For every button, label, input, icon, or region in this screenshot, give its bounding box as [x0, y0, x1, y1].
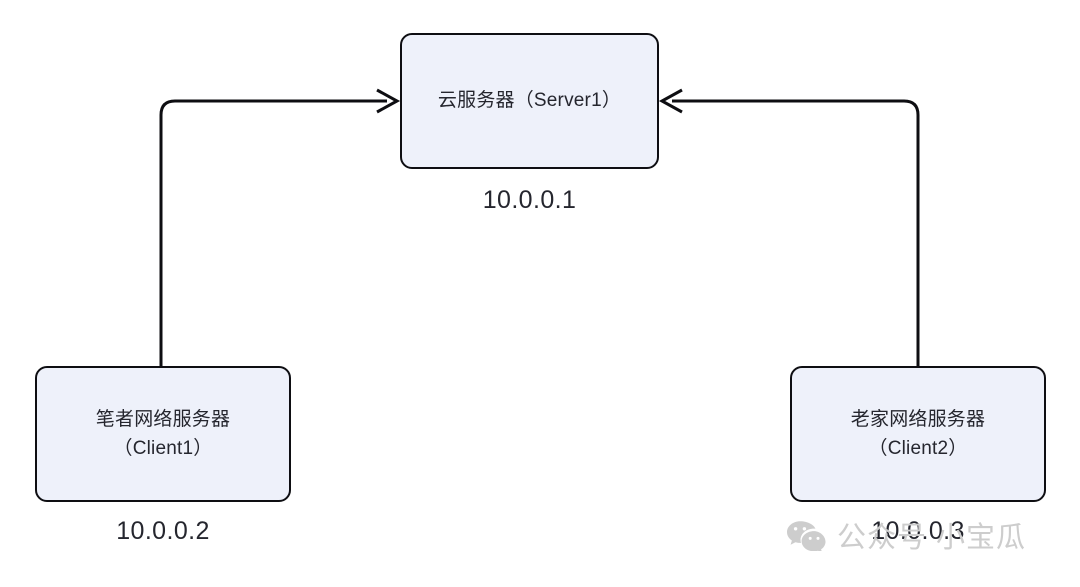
- watermark-text: 公众号 小宝瓜: [837, 522, 1027, 554]
- ip-label-server: 10.0.0.1: [482, 186, 577, 214]
- wechat-icon: [786, 519, 828, 551]
- node-client1[interactable]: 笔者网络服务器 （Client1）: [35, 366, 291, 502]
- arrowhead-into-server-left-icon: [376, 88, 401, 114]
- ip-label-client2: 10.0.0.3: [871, 517, 965, 545]
- arrowhead-into-server-right-icon: [658, 88, 683, 114]
- node-client1-label-line1: 笔者网络服务器: [95, 408, 231, 430]
- edge-client1-to-server: [159, 88, 401, 366]
- node-client2-label-line1: 老家网络服务器: [850, 408, 986, 430]
- edge-client2-to-server: [658, 88, 920, 366]
- ip-label-client1: 10.0.0.2: [116, 517, 210, 545]
- edge-client1-to-server-line: [159, 99, 387, 366]
- node-server-label: 云服务器（Server1）: [437, 90, 622, 112]
- node-server[interactable]: 云服务器（Server1）: [400, 33, 659, 169]
- watermark: 公众号 小宝瓜: [786, 514, 1026, 556]
- node-client1-label-line2: （Client1）: [113, 438, 213, 459]
- edge-client2-to-server-line: [672, 99, 920, 366]
- node-client2[interactable]: 老家网络服务器 （Client2）: [790, 366, 1046, 502]
- node-client2-label-line2: （Client2）: [868, 438, 968, 459]
